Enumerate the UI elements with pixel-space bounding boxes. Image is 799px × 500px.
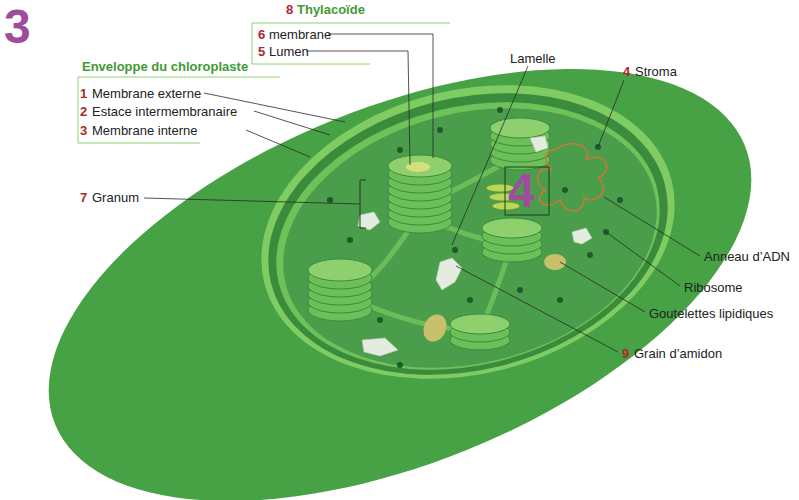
- outer-membrane-cut: [230, 43, 706, 420]
- detail-number: 4: [508, 166, 535, 216]
- callout-number: 5: [258, 44, 265, 59]
- grana: [308, 118, 550, 350]
- part-label: Membrane interne: [92, 123, 198, 138]
- detail-box: [505, 167, 549, 215]
- callout-number: 2: [80, 104, 87, 119]
- part-label: Estace intermembranaire: [92, 104, 237, 119]
- callout-number: 9: [622, 346, 629, 361]
- callout-number: 4: [623, 64, 630, 79]
- part-label: Stroma: [635, 64, 677, 79]
- part-label: Grain d’amidon: [634, 346, 722, 361]
- group-brackets: [78, 23, 450, 143]
- callout-number: 6: [258, 27, 265, 42]
- stroma: [255, 71, 684, 406]
- group-title: Thylacoïde: [297, 2, 365, 17]
- callout-number: 7: [80, 190, 87, 205]
- leader-lines: [144, 34, 700, 352]
- granum-bracket: [360, 180, 366, 228]
- figure-number: 3: [4, 2, 31, 52]
- ribosomes: [327, 107, 623, 368]
- part-label: Goutelettes lipidiques: [649, 306, 773, 321]
- starch-grains: [358, 136, 592, 356]
- intermembrane-space: [238, 53, 698, 415]
- lipid-droplets: [419, 254, 566, 345]
- dna-ring: [537, 144, 606, 211]
- part-label: membrane: [269, 27, 331, 42]
- part-label: Lamelle: [510, 51, 556, 66]
- part-label: Anneau d’ADN: [704, 249, 790, 264]
- callout-number: 3: [80, 123, 87, 138]
- callout-number: 8: [286, 2, 293, 17]
- part-label: Lumen: [269, 44, 309, 59]
- part-label: Membrane externe: [92, 86, 201, 101]
- part-label: Ribosome: [684, 280, 743, 295]
- callout-number: 1: [80, 86, 87, 101]
- group-title: Enveloppe du chloroplaste: [82, 59, 248, 74]
- part-label: Granum: [92, 190, 139, 205]
